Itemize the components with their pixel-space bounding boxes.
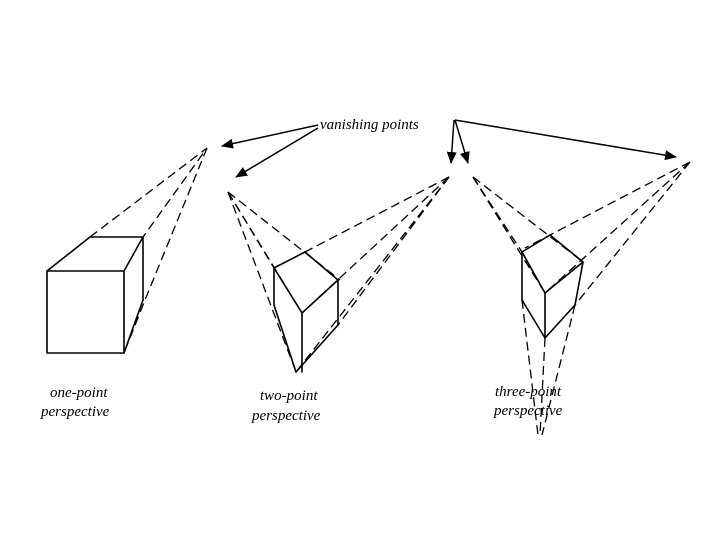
two-point-line-e xyxy=(304,176,450,253)
three-point-label-line2: perspective xyxy=(493,403,563,419)
vanishing-points-callout: vanishing points xyxy=(221,117,677,178)
three-point-line-b xyxy=(472,176,546,294)
three-point-line-g xyxy=(521,299,539,436)
two-point-line-h xyxy=(301,176,450,314)
arrow-to-two-point-right-vp xyxy=(446,119,457,164)
arrow-to-three-point-right-vp xyxy=(454,119,677,161)
two-point-line-c xyxy=(227,191,297,373)
three-point-line-a xyxy=(472,176,523,253)
arrow-to-two-point-left-vp xyxy=(235,127,319,178)
three-point-line-f xyxy=(574,161,691,306)
one-point-label-line2: perspective xyxy=(40,404,110,420)
two-point-cube-bottom-right xyxy=(295,324,339,373)
cube-front-face xyxy=(46,270,125,354)
two-point-cube: two-point perspective xyxy=(227,176,450,424)
three-point-line-d xyxy=(524,161,691,249)
cube-top-face xyxy=(46,236,144,272)
two-point-line-g xyxy=(295,176,450,373)
vanishing-points-label: vanishing points xyxy=(320,117,419,133)
one-point-cube: one-point perspective xyxy=(40,147,208,420)
two-point-label-line1: two-point xyxy=(260,388,318,404)
one-point-label-line1: one-point xyxy=(50,385,108,401)
three-point-line-h xyxy=(539,337,546,436)
two-point-label-line2: perspective xyxy=(251,408,321,424)
three-point-cube-bottom-right xyxy=(544,304,576,339)
three-point-label-line1: three-point xyxy=(495,384,562,400)
two-point-line-f xyxy=(337,176,450,326)
one-point-convergence-line-bottom xyxy=(123,147,208,354)
three-point-line-e xyxy=(544,161,691,294)
three-point-cube-top xyxy=(521,234,584,294)
three-point-cube-bottom-left xyxy=(521,299,546,339)
arrow-to-one-point-vp xyxy=(221,124,319,149)
two-point-cube-bottom-left xyxy=(273,304,297,373)
two-point-cube-top xyxy=(273,251,339,314)
cube-bottom-right-edge xyxy=(123,299,144,354)
three-point-line-i xyxy=(541,304,576,436)
three-point-cube-right-edge xyxy=(574,261,584,306)
three-point-cube: three-point perspective xyxy=(472,161,691,436)
arrow-to-three-point-left-vp xyxy=(454,119,470,164)
